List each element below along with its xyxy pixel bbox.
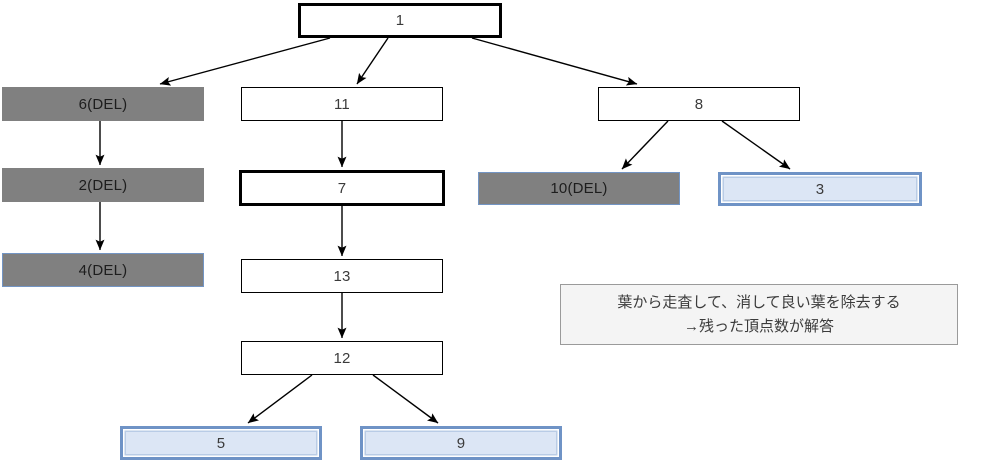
annotation-line: →残った頂点数が解答 [683,317,834,335]
tree-node-label: 13 [333,267,351,285]
edge-n8-to-n3 [721,120,791,170]
edge-n12-to-n5 [247,374,313,424]
tree-node-n10[interactable]: 10(DEL) [478,172,680,205]
tree-node-label: 10(DEL) [550,180,608,197]
tree-node-n9[interactable]: 9 [360,426,562,460]
annotation-line: 葉から走査して、消して良い葉を除去する [617,294,901,312]
tree-node-n11[interactable]: 11 [241,87,443,121]
tree-node-label: 7 [337,179,347,197]
tree-node-n2[interactable]: 2(DEL) [2,168,204,202]
tree-node-label: 9 [456,434,466,452]
tree-node-label: 11 [334,95,350,113]
tree-node-n13[interactable]: 13 [241,259,443,293]
edge-n1-to-n11 [356,37,389,85]
tree-node-n3[interactable]: 3 [718,172,922,206]
tree-node-label: 3 [815,180,825,198]
tree-node-label: 8 [694,95,704,113]
edge-n1-to-n8 [471,37,638,86]
tree-node-n1[interactable]: 1 [298,3,502,38]
tree-node-label: 1 [395,12,405,29]
tree-node-label: 4(DEL) [78,261,128,279]
tree-node-n12[interactable]: 12 [241,341,443,375]
tree-node-label: 5 [216,434,226,452]
edge-n8-to-n10 [621,120,669,170]
tree-node-n6[interactable]: 6(DEL) [2,87,204,121]
edge-n1-to-n6 [159,37,331,86]
tree-node-label: 6(DEL) [78,95,128,113]
annotation-note: 葉から走査して、消して良い葉を除去する →残った頂点数が解答 [560,284,958,345]
tree-node-n8[interactable]: 8 [598,87,800,121]
tree-node-n4[interactable]: 4(DEL) [2,253,204,287]
tree-node-label: 12 [333,349,351,367]
tree-node-label: 2(DEL) [78,176,128,194]
tree-node-n5[interactable]: 5 [120,426,322,460]
tree-node-n7[interactable]: 7 [239,170,445,206]
edge-n12-to-n9 [372,374,439,424]
